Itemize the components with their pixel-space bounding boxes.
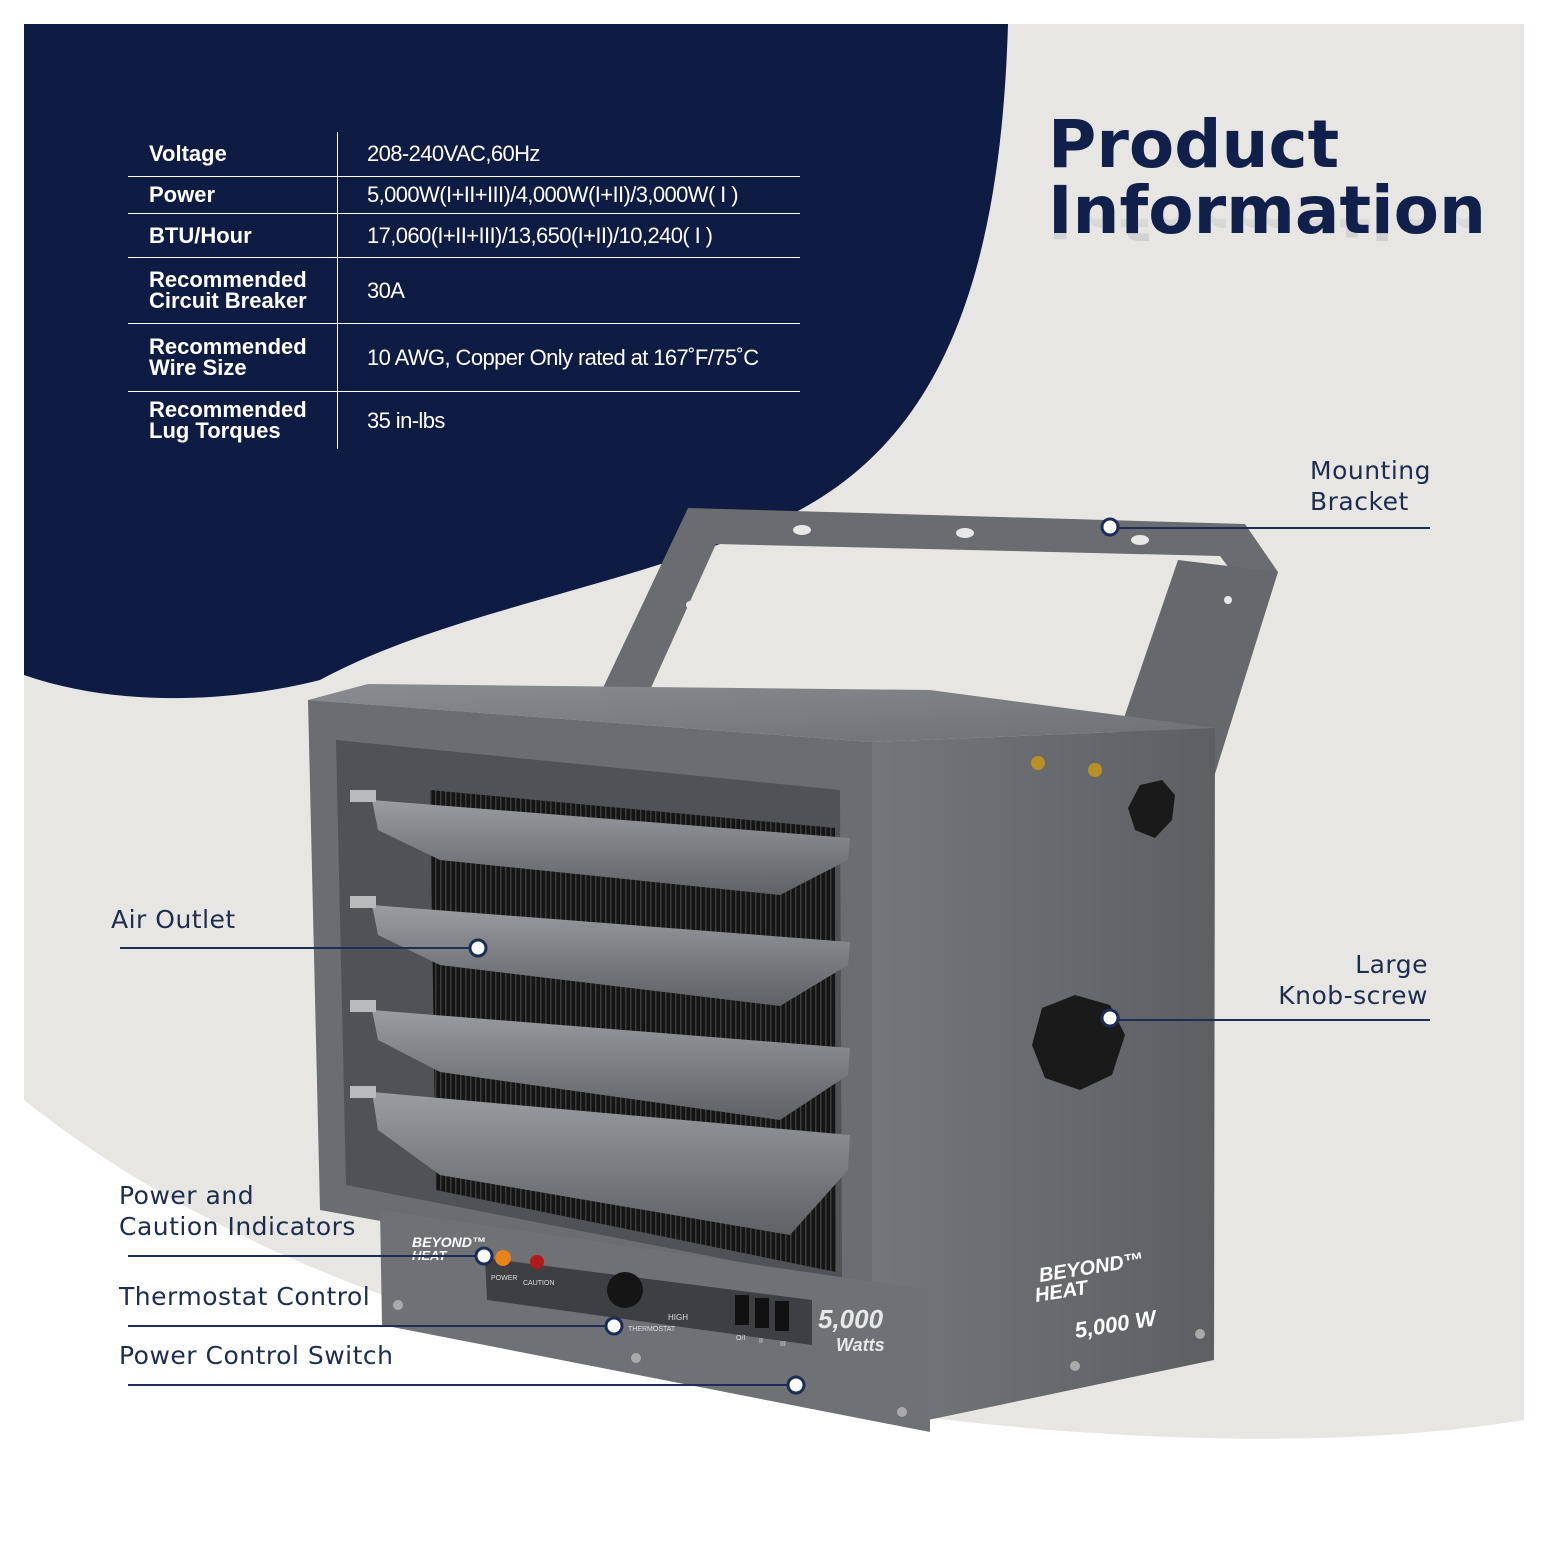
- spec-value: 30A: [367, 277, 405, 303]
- callout-line: Caution Indicators: [119, 1212, 356, 1241]
- brand-front: BEYOND™: [412, 1234, 486, 1250]
- spec-value: 35 in-lbs: [367, 407, 445, 433]
- spec-table: Voltage 208-240VAC,60Hz Power 5,000W(I+I…: [128, 132, 800, 449]
- callout-lines: [120, 527, 1430, 1386]
- dot-knob-screw: [1100, 1008, 1120, 1028]
- spec-label-line: Wire Size: [149, 355, 247, 380]
- dot-indicators: [474, 1246, 494, 1266]
- callout-large-knob-screw: Large Knob-screw: [1278, 949, 1428, 1011]
- callout-mounting-bracket: Mounting Bracket: [1310, 455, 1431, 517]
- spec-label-line: Recommended: [149, 334, 307, 359]
- switch-label-2: II: [759, 1338, 763, 1345]
- switch-label-1: O/I: [736, 1335, 745, 1342]
- title-line2: Information: [1048, 172, 1486, 249]
- callout-power-switch: Power Control Switch: [119, 1341, 394, 1370]
- callout-line: Mounting: [1310, 456, 1432, 485]
- wattage-front-num: 5,000: [818, 1304, 884, 1334]
- background-swoosh-white: [24, 1100, 1524, 1524]
- callout-indicators: Power and Caution Indicators: [119, 1180, 356, 1242]
- spec-value: 17,060(I+II+III)/13,650(I+II)/10,240( I …: [367, 222, 713, 248]
- dot-air-outlet: [468, 938, 488, 958]
- spec-label: BTU/Hour: [128, 213, 338, 257]
- spec-row-btu: BTU/Hour 17,060(I+II+III)/13,650(I+II)/1…: [128, 213, 800, 257]
- led-caution-label: CAUTION: [523, 1280, 555, 1287]
- spec-row-power: Power 5,000W(I+II+III)/4,000W(I+II)/3,00…: [128, 176, 800, 213]
- wattage-front-unit: Watts: [836, 1335, 885, 1355]
- callout-line: Large: [1355, 950, 1428, 979]
- spec-value: 5,000W(I+II+III)/4,000W(I+II)/3,000W( I …: [367, 182, 739, 207]
- callout-dots: [468, 517, 1120, 1395]
- title-line1: Product: [1048, 106, 1340, 183]
- spec-label-line: Recommended: [149, 397, 307, 423]
- heater-body: [308, 684, 1215, 1432]
- dot-mounting-bracket: [1100, 517, 1120, 537]
- thermostat-label: THERMOSTAT: [628, 1326, 676, 1333]
- spec-label: Voltage: [128, 132, 338, 176]
- dot-thermostat: [604, 1316, 624, 1336]
- spec-value: 208-240VAC,60Hz: [367, 141, 540, 167]
- switch-label-3: III: [780, 1341, 786, 1348]
- spec-row-voltage: Voltage 208-240VAC,60Hz: [128, 132, 800, 176]
- spec-label: Power: [128, 176, 338, 213]
- spec-label-line: Lug Torques: [149, 418, 281, 444]
- spec-value: 10 AWG, Copper Only rated at 167˚F/75˚C: [367, 344, 759, 370]
- dot-power-switch: [786, 1375, 806, 1395]
- callout-line: Bracket: [1310, 487, 1409, 516]
- callout-line: Knob-screw: [1278, 981, 1428, 1010]
- spec-label-line: Recommended: [149, 267, 307, 292]
- led-power-label: POWER: [491, 1275, 517, 1282]
- callout-thermostat: Thermostat Control: [119, 1282, 371, 1311]
- callout-air-outlet: Air Outlet: [111, 905, 236, 934]
- thermostat-high: HIGH: [668, 1313, 688, 1322]
- title-reflection: Information: [1048, 175, 1486, 252]
- spec-label-line: Circuit Breaker: [149, 288, 307, 313]
- callout-line: Power and: [119, 1181, 255, 1210]
